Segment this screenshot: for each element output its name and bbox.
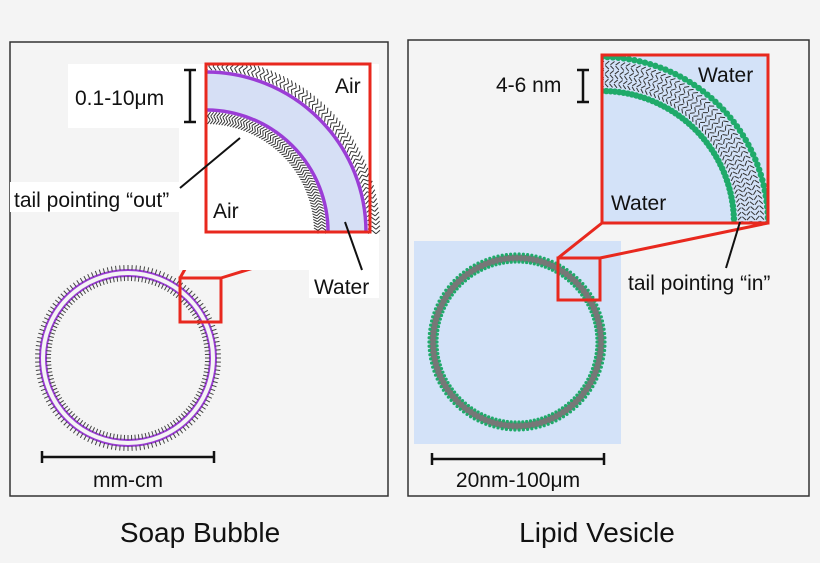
vesicle-scale-label: 20nm-100μm [456,469,580,492]
vesicle-zoom-connector-left [557,221,603,260]
vesicle-water-background [414,241,621,444]
soap-bubble-full-view [35,265,221,451]
vesicle-zoom-connector-right [599,221,769,260]
soap-bubble-film-inner [45,275,211,441]
vesicle-thickness-bracket [577,68,589,104]
soap-water-label: Water [314,276,369,299]
soap-bubble-inset [179,62,381,270]
vesicle-thickness-label: 4-6 nm [496,74,561,97]
soap-outer-medium-label: Air [335,75,361,98]
vesicle-inset-frame [600,53,770,225]
lipid-vesicle-bilayer [427,252,607,432]
soap-bubble-title: Soap Bubble [120,517,280,548]
soap-thickness-label-bg [68,64,196,128]
soap-tail-label-bg [10,182,190,212]
lipid-vesicle-full-view [427,252,607,432]
soap-scale-label: mm-cm [93,469,163,492]
soap-scale-bar [40,451,216,463]
lipid-vesicle-inset [600,53,770,225]
vesicle-scale-bar [430,453,606,465]
vesicle-tail-pointer [725,221,741,269]
soap-water-label-bg [309,268,379,298]
vesicle-outer-medium-label: Water [698,64,753,87]
soap-thickness-label: 0.1-10μm [75,87,164,110]
lipid-vesicle-title: Lipid Vesicle [519,517,675,548]
soap-bubble-zoom-region [178,276,223,324]
soap-inner-medium-label: Air [213,200,239,223]
soap-water-pointer [344,221,363,271]
soap-bubble-panel [9,41,389,497]
vesicle-inner-medium-label: Water [611,192,666,215]
soap-bubble-tails [35,265,221,451]
vesicle-tail-label: tail pointing “in” [628,272,770,295]
soap-tail-label: tail pointing “out” [14,189,169,212]
soap-bubble-film-outer [39,269,217,447]
lipid-vesicle-panel [407,39,810,497]
soap-thickness-bracket [184,68,196,124]
vesicle-zoom-region [556,256,602,302]
soap-tail-pointer [179,137,241,189]
